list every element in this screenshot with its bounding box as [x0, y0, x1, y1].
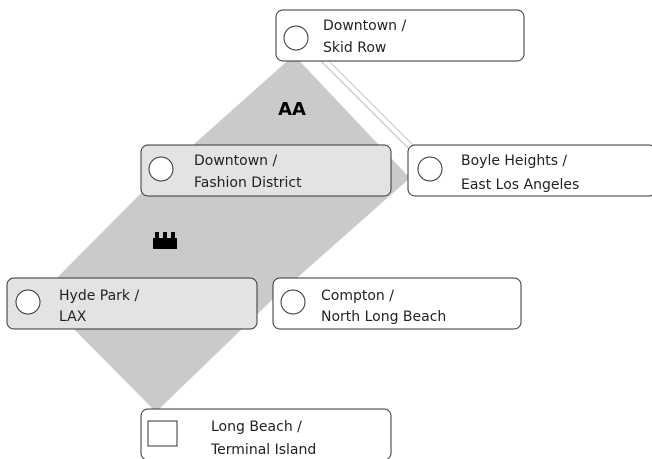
node-label-line1: Boyle Heights / [461, 153, 567, 169]
node-label-line1: Compton / [321, 288, 394, 304]
square-marker-icon [147, 420, 178, 447]
node-label-line2: Skid Row [323, 40, 386, 56]
node-label-line1: Downtown / [194, 153, 277, 169]
node-label-line2: LAX [59, 309, 87, 325]
node-label-line2: North Long Beach [321, 309, 446, 325]
node-long-beach[interactable]: Long Beach / Terminal Island [140, 408, 392, 459]
circle-marker-icon [283, 25, 309, 51]
guide-line [317, 57, 411, 151]
node-label-line2: Terminal Island [210, 442, 316, 458]
node-label-line1: Hyde Park / [59, 288, 139, 304]
node-label-line2: Fashion District [194, 175, 302, 191]
guide-line [325, 57, 417, 149]
circle-marker-icon [148, 156, 174, 182]
node-downtown-fashion-district[interactable]: Downtown / Fashion District [140, 144, 392, 197]
circle-marker-icon [15, 289, 41, 315]
node-label-line2: East Los Angeles [461, 177, 579, 193]
node-boyle-heights[interactable]: Boyle Heights / East Los Angeles [407, 144, 652, 197]
node-downtown-skid-row[interactable]: Downtown / Skid Row [275, 9, 525, 62]
node-label-line1: Long Beach / [211, 419, 302, 435]
node-label-line1: Downtown / [323, 18, 406, 34]
factory-icon [153, 232, 177, 249]
circle-marker-icon [417, 156, 443, 182]
circle-marker-icon [280, 289, 306, 315]
node-hyde-park[interactable]: Hyde Park / LAX [6, 277, 258, 330]
node-compton[interactable]: Compton / North Long Beach [272, 277, 522, 330]
diamond-label-aa: AA [278, 99, 306, 120]
